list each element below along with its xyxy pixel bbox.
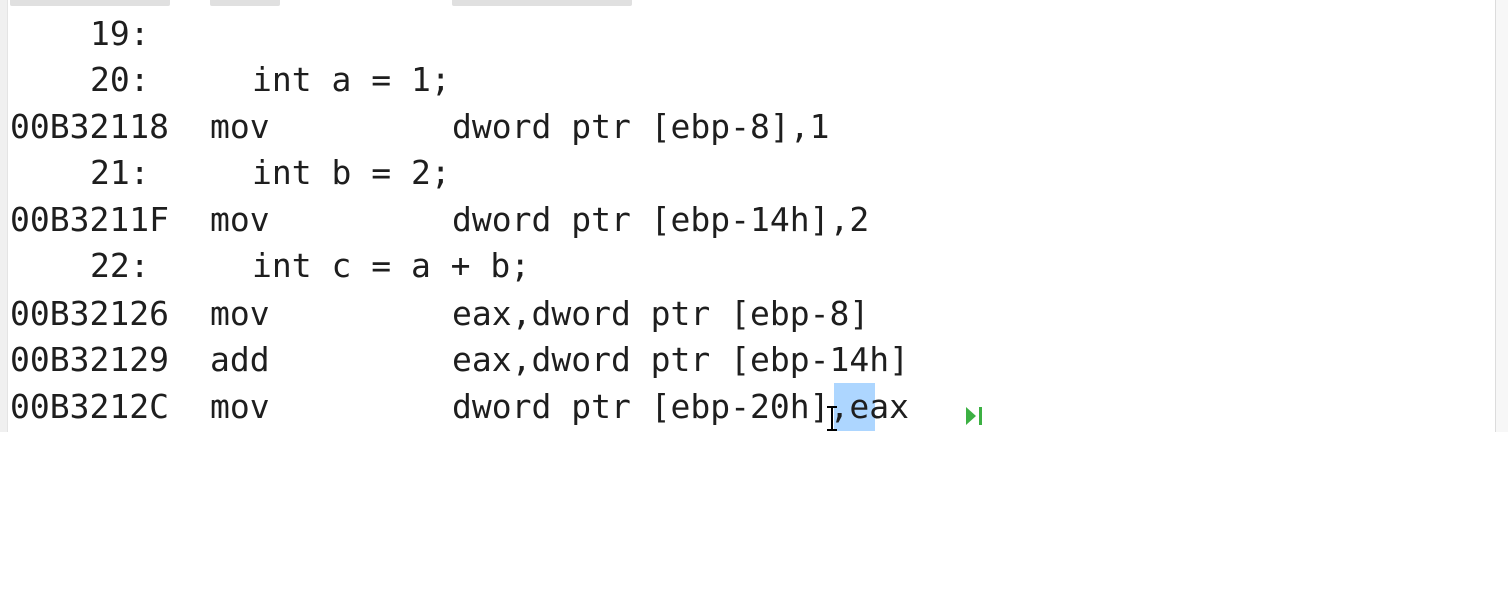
source-line-number: 22:	[90, 246, 150, 285]
source-line-number: 20:	[90, 60, 150, 99]
asm-line[interactable]: 00B32126 mov eax,dword ptr [ebp-8]	[0, 291, 869, 337]
asm-line[interactable]: 00B3211F mov dword ptr [ebp-14h],2	[0, 197, 869, 243]
source-line[interactable]: 19:	[0, 11, 150, 57]
asm-line[interactable]: 00B32129 add eax,dword ptr [ebp-14h]	[0, 337, 909, 383]
asm-line[interactable]: 00B3212C mov dword ptr [ebp-20h],eax	[0, 384, 909, 430]
source-code: int b = 2;	[252, 153, 451, 192]
vertical-scrollbar[interactable]	[1495, 0, 1508, 432]
editor-gutter	[0, 0, 8, 432]
source-line[interactable]: 21: int b = 2;	[0, 150, 451, 196]
source-code: int a = 1;	[252, 60, 451, 99]
source-line-number: 21:	[90, 153, 150, 192]
asm-opcode: mov	[210, 387, 270, 426]
asm-opcode: add	[210, 340, 270, 379]
source-code: int c = a + b;	[252, 246, 531, 285]
asm-operands: dword ptr [ebp-14h],2	[452, 200, 870, 239]
asm-address: 00B32118	[10, 107, 169, 146]
text-cursor-ibeam-icon	[826, 406, 838, 432]
asm-operands: dword ptr [ebp-8],1	[452, 107, 830, 146]
text-selection-highlight	[834, 383, 875, 431]
asm-operands: eax,dword ptr [ebp-8]	[452, 294, 870, 333]
asm-opcode: mov	[210, 294, 270, 333]
asm-address: 00B32129	[10, 340, 169, 379]
clipped-previous-line-args	[452, 0, 632, 6]
source-line-number: 19:	[90, 14, 150, 53]
asm-address: 00B3212C	[10, 387, 169, 426]
asm-operands: dword ptr [ebp-20h],eax	[452, 387, 909, 426]
clipped-previous-line-op	[210, 0, 280, 6]
clipped-previous-line-address	[10, 0, 170, 6]
asm-opcode: mov	[210, 107, 270, 146]
disassembly-view[interactable]: 19: 20: int a = 1; 00B32118 mov dword pt…	[0, 0, 1496, 432]
asm-operands: eax,dword ptr [ebp-14h]	[452, 340, 909, 379]
asm-address: 00B3211F	[10, 200, 169, 239]
source-line[interactable]: 20: int a = 1;	[0, 57, 451, 103]
run-to-cursor-icon[interactable]	[964, 397, 986, 425]
asm-opcode: mov	[210, 200, 270, 239]
asm-line[interactable]: 00B32118 mov dword ptr [ebp-8],1	[0, 104, 830, 150]
source-line[interactable]: 22: int c = a + b;	[0, 243, 530, 289]
asm-address: 00B32126	[10, 294, 169, 333]
